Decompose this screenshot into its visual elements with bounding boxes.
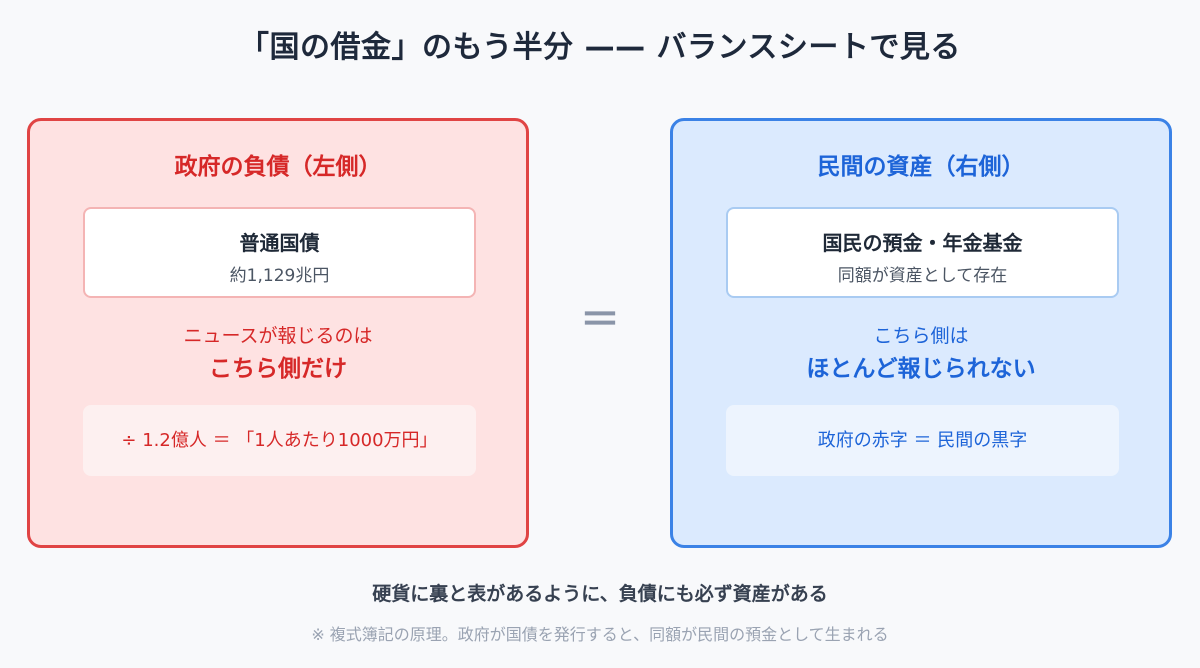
liabilities-heading: 政府の負債（左側） [174,154,382,180]
media-note-line1: ニュースが報じるのは [183,325,373,347]
deposits-description: 同額が資産として存在 [837,266,1008,286]
government-bonds-amount: 約1,129兆円 [229,266,330,286]
government-liabilities-panel: 政府の負債（左側） 普通国債 約1,129兆円 ニュースが報じるのは こちら側だ… [27,118,529,548]
deposits-title: 国民の預金・年金基金 [822,231,1023,255]
footnote: ※ 複式簿記の原理。政府が国債を発行すると、同額が民間の預金として生まれる [311,625,889,644]
per-capita-debt-box: ÷ 1.2億人 ＝ 「1人あたり1000万円」 [83,405,476,476]
assets-heading: 民間の資産（右側） [817,154,1025,180]
equals-sign: ＝ [580,297,620,343]
deposits-card: 国民の預金・年金基金 同額が資産として存在 [726,207,1119,298]
unreported-note-line1: こちら側は [873,325,969,347]
page-title: 「国の借金」のもう半分 —— バランスシートで見る [239,30,961,65]
private-assets-panel: 民間の資産（右側） 国民の預金・年金基金 同額が資産として存在 こちら側は ほと… [670,118,1172,548]
government-bonds-title: 普通国債 [239,231,320,255]
unreported-note-line2: ほとんど報じられない [806,356,1036,382]
summary-text: 硬貨に裏と表があるように、負債にも必ず資産がある [372,583,828,605]
media-note-line2: こちら側だけ [209,356,347,382]
government-bonds-card: 普通国債 約1,129兆円 [83,207,476,298]
deficit-surplus-box: 政府の赤字 ＝ 民間の黒字 [726,405,1119,476]
